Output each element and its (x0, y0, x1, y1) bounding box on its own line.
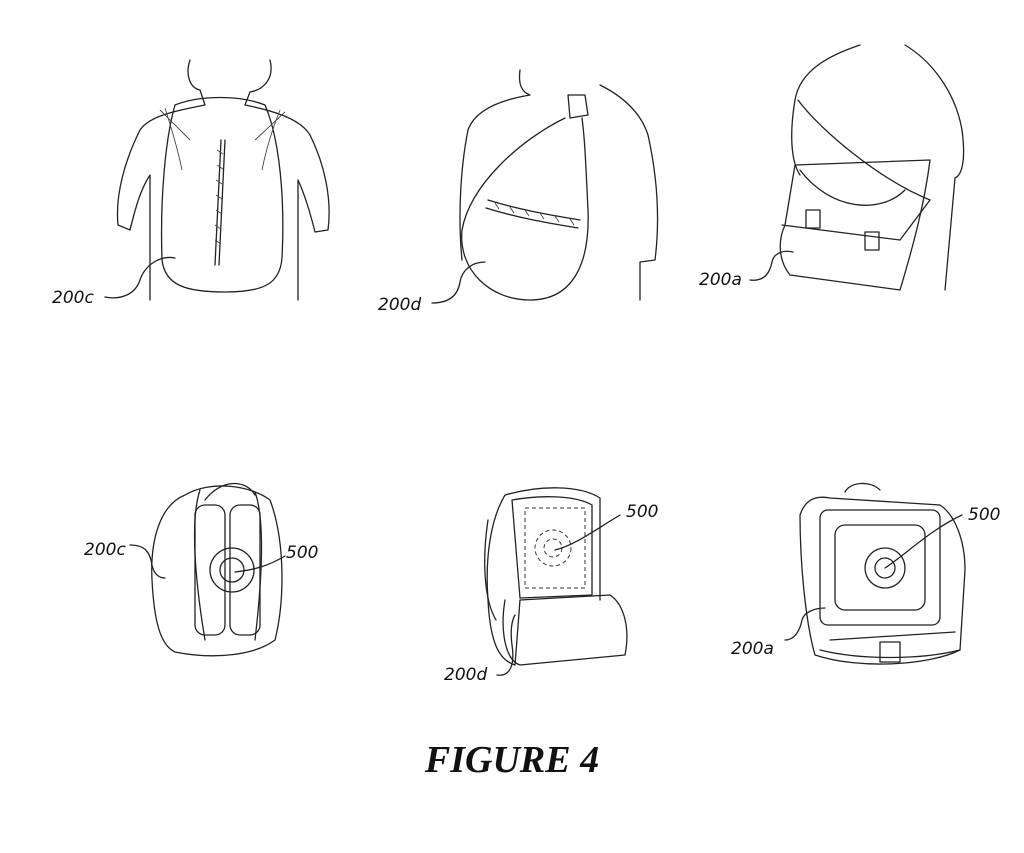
label-200a-top: 200a (699, 270, 742, 290)
label-200d-top: 200d (378, 295, 421, 315)
messenger-bag-open-drawing (784, 482, 966, 665)
label-200c-top: 200c (52, 288, 94, 308)
label-200a-bottom: 200a (731, 639, 774, 659)
messenger-bag-worn-drawing (749, 44, 965, 291)
label-200c-bottom: 200c (84, 540, 126, 560)
figure-title: FIGURE 4 (424, 739, 600, 781)
sling-bag-open-drawing (484, 487, 628, 676)
label-500-bottom-left: 500 (286, 543, 318, 563)
label-200d-bottom: 200d (444, 665, 487, 685)
backpack-open-drawing (129, 482, 286, 657)
backpack-worn-drawing (104, 59, 330, 301)
label-500-bottom-right: 500 (968, 505, 1000, 525)
label-500-bottom-middle: 500 (626, 502, 658, 522)
sling-bag-worn-drawing (431, 69, 659, 304)
